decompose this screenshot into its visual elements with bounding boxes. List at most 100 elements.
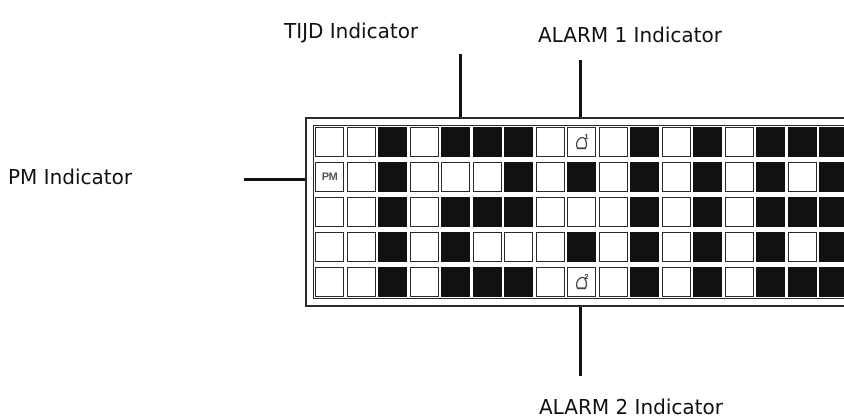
display-cell-off — [410, 232, 439, 262]
display-cell-on — [693, 162, 722, 192]
display-cell-off — [473, 232, 502, 262]
display-cell-off — [788, 162, 817, 192]
display-cell-off — [599, 162, 628, 192]
display-cell-on — [693, 232, 722, 262]
display-cell-off — [347, 232, 376, 262]
display-cell-on — [504, 197, 533, 227]
display-cell-off — [662, 232, 691, 262]
display-cell-off — [315, 232, 344, 262]
display-cell-off — [347, 162, 376, 192]
display-cell-off — [599, 232, 628, 262]
display-cell-off: 1 — [567, 127, 596, 157]
display-cell-off — [504, 232, 533, 262]
display-cell-off — [788, 232, 817, 262]
pm-indicator-label: PM Indicator — [8, 165, 133, 189]
display-cell-on — [504, 267, 533, 297]
display-cell-off — [536, 127, 565, 157]
alarm1-leader-line — [579, 60, 582, 127]
alarm2-bell-icon-number: 2 — [585, 274, 589, 281]
tijd-indicator-label: TIJD Indicator — [284, 19, 419, 43]
display-cell-on — [693, 197, 722, 227]
display-cell-on — [756, 162, 785, 192]
display-cell-on — [473, 267, 502, 297]
display-cell-on — [473, 127, 502, 157]
display-cell-off — [315, 127, 344, 157]
display-cell-on — [441, 267, 470, 297]
display-cell-on — [819, 127, 844, 157]
display-cell-on — [788, 127, 817, 157]
display-cell-off — [567, 197, 596, 227]
display-cell-on — [788, 197, 817, 227]
display-cell-off — [599, 197, 628, 227]
alarm1-bell-icon: 1 — [575, 134, 589, 150]
display-cell-on — [567, 162, 596, 192]
display-cell-on — [378, 162, 407, 192]
display-cell-off — [725, 232, 754, 262]
tijd-leader-line — [459, 54, 462, 126]
display-cell-on — [630, 232, 659, 262]
display-cell-off — [662, 267, 691, 297]
display-cell-off — [599, 267, 628, 297]
alarm1-bell-icon-number: 1 — [585, 134, 589, 141]
display-cell-off — [347, 267, 376, 297]
display-cell-on — [693, 267, 722, 297]
display-cell-off — [662, 162, 691, 192]
alarm2-indicator-label: ALARM 2 Indicator — [539, 395, 723, 419]
display-cell-off — [536, 232, 565, 262]
display-cell-on — [378, 197, 407, 227]
alarm1-indicator-label: ALARM 1 Indicator — [538, 23, 722, 47]
display-cell-on — [819, 162, 844, 192]
display-cell-on — [756, 232, 785, 262]
display-cell-on — [630, 197, 659, 227]
display-cell-on — [819, 267, 844, 297]
display-cell-on — [441, 232, 470, 262]
display-cell-off — [315, 267, 344, 297]
display-cell-on — [378, 232, 407, 262]
display-cell-off — [725, 197, 754, 227]
display-cell-on — [693, 127, 722, 157]
display-cell-on — [441, 197, 470, 227]
display-cell-off — [662, 127, 691, 157]
alarm2-bell-icon: 2 — [575, 274, 589, 290]
display-cell-on — [819, 232, 844, 262]
pm-indicator: PM — [321, 171, 338, 183]
display-cell-off — [599, 127, 628, 157]
alarm2-leader-line — [579, 298, 582, 376]
display-cell-on — [441, 127, 470, 157]
display-inner-frame — [313, 125, 844, 299]
display-cell-off — [410, 267, 439, 297]
display-cell-off: PM — [315, 162, 344, 192]
display-cell-off — [536, 197, 565, 227]
display-cell-on — [630, 127, 659, 157]
display-cell-on — [819, 197, 844, 227]
display-cell-off — [410, 197, 439, 227]
display-cell-on — [378, 267, 407, 297]
display-cell-off — [410, 127, 439, 157]
display-cell-off — [725, 267, 754, 297]
display-cell-on — [756, 267, 785, 297]
pm-leader-line — [244, 178, 316, 181]
display-cell-on — [504, 162, 533, 192]
display-cell-on — [378, 127, 407, 157]
display-cell-on — [756, 197, 785, 227]
display-cell-off — [347, 197, 376, 227]
display-cell-off — [473, 162, 502, 192]
display-cell-off — [441, 162, 470, 192]
display-cell-off — [347, 127, 376, 157]
display-cell-off — [662, 197, 691, 227]
display-cell-off: 2 — [567, 267, 596, 297]
display-cell-off — [536, 162, 565, 192]
display-cell-on — [788, 267, 817, 297]
display-cell-on — [567, 232, 596, 262]
display-cell-on — [756, 127, 785, 157]
display-cell-on — [630, 162, 659, 192]
display-cell-off — [410, 162, 439, 192]
display-cell-off — [725, 162, 754, 192]
display-cell-on — [473, 197, 502, 227]
display-cell-off — [725, 127, 754, 157]
display-cell-on — [504, 127, 533, 157]
display-cell-on — [630, 267, 659, 297]
display-cell-off — [536, 267, 565, 297]
display-cell-off — [315, 197, 344, 227]
